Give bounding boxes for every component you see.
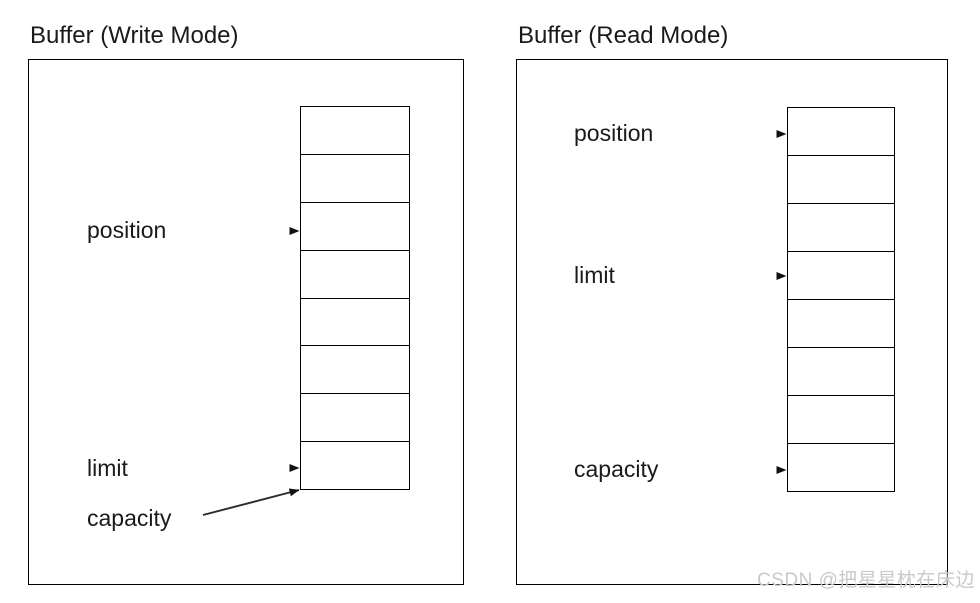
annotation-label-capacity-read-mode: capacity	[574, 456, 659, 482]
buffer-cell	[788, 252, 894, 300]
buffer-column-read-mode	[787, 107, 895, 492]
buffer-column-write-mode	[300, 106, 410, 490]
buffer-cell	[301, 155, 409, 203]
buffer-cell	[788, 204, 894, 252]
buffer-cell	[301, 394, 409, 443]
buffer-cell	[301, 346, 409, 395]
csdn-watermark: CSDN @把星星枕在床边	[757, 570, 975, 591]
buffer-cell	[788, 156, 894, 204]
annotation-label-capacity-write-mode: capacity	[87, 505, 172, 531]
buffer-cell	[301, 442, 409, 489]
buffer-cell	[301, 107, 409, 155]
annotation-label-position-read-mode: position	[574, 120, 654, 146]
buffer-cell	[301, 203, 409, 251]
buffer-cell	[301, 251, 409, 299]
annotation-label-position-write-mode: position	[87, 217, 167, 243]
buffer-cell	[788, 108, 894, 156]
buffer-cell	[301, 299, 409, 347]
buffer-cell	[788, 444, 894, 491]
annotation-label-limit-read-mode: limit	[574, 262, 615, 288]
annotation-label-limit-write-mode: limit	[87, 455, 128, 481]
buffer-cell	[788, 300, 894, 348]
panel-title-write-mode: Buffer (Write Mode)	[30, 22, 239, 49]
buffer-cell	[788, 396, 894, 444]
panel-title-read-mode: Buffer (Read Mode)	[518, 22, 729, 49]
buffer-cell	[788, 348, 894, 396]
